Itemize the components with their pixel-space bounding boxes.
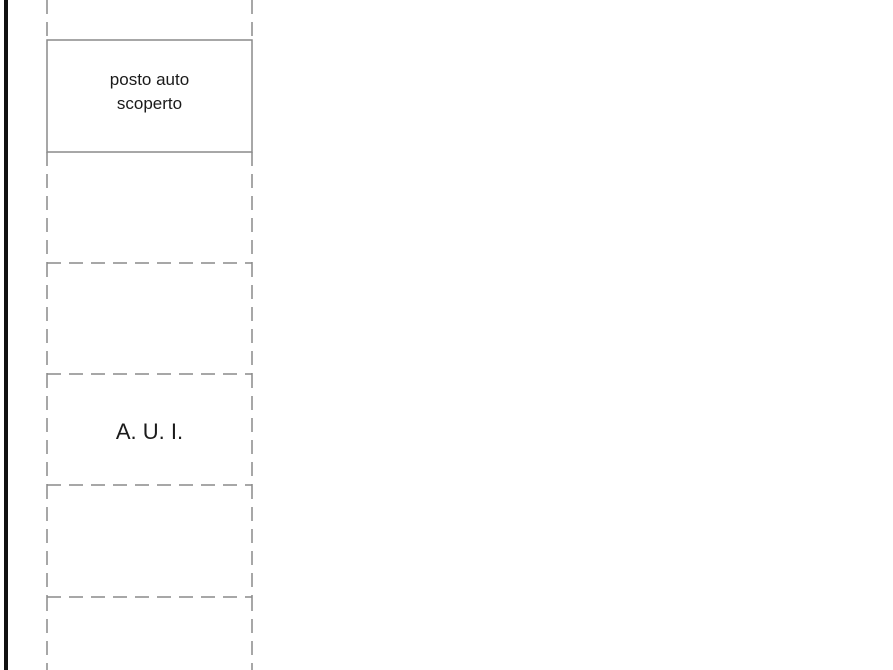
aui-label: A. U. I. xyxy=(115,419,184,444)
parking-space-label: posto auto scoperto xyxy=(47,68,252,116)
parking-space-label-line-2: scoperto xyxy=(116,94,183,113)
parking-space-cell xyxy=(46,39,253,153)
frame-left-border xyxy=(4,0,8,670)
parking-space-label-line-1: posto auto xyxy=(109,70,190,89)
